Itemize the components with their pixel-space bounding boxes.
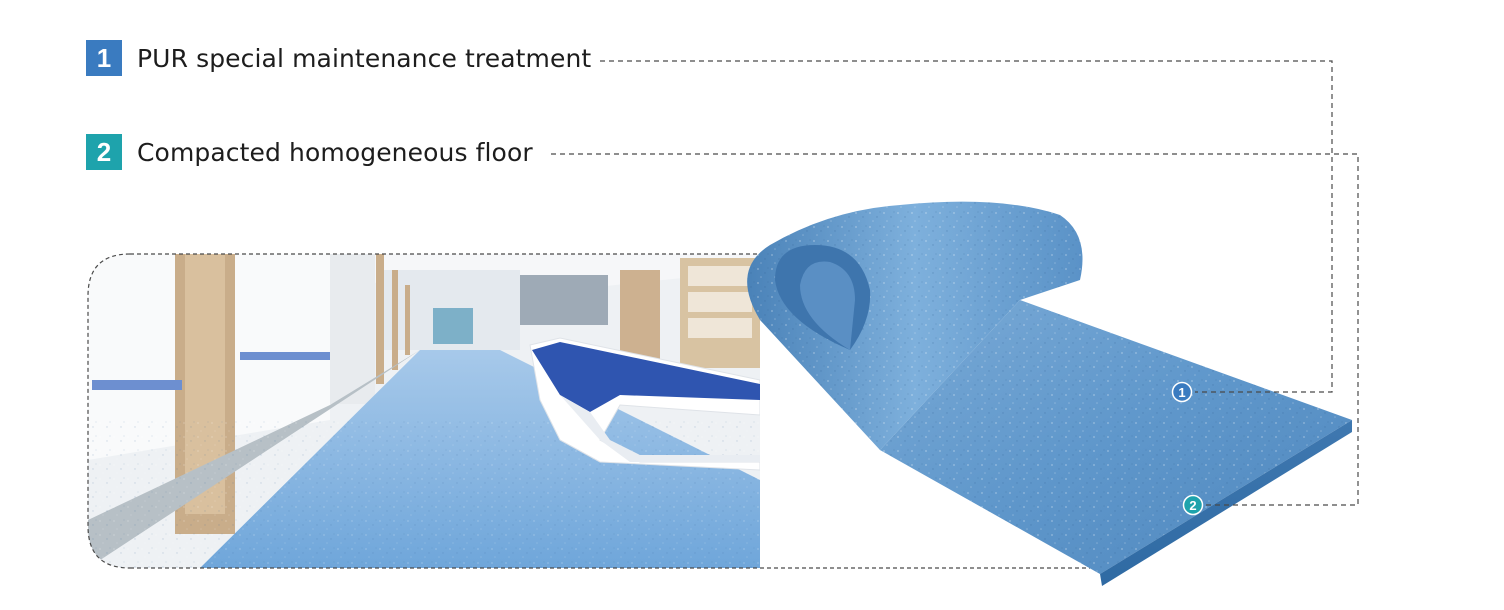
callout-marker-1: 1 xyxy=(1171,381,1193,403)
layer-2-label: Compacted homogeneous floor xyxy=(137,137,533,167)
svg-text:2: 2 xyxy=(1189,498,1196,513)
callout-marker-2: 2 xyxy=(1182,494,1204,516)
layer-2-badge: 2 xyxy=(86,134,122,170)
layer-1-badge: 1 xyxy=(86,40,122,76)
layer-1-label: PUR special maintenance treatment xyxy=(137,43,592,73)
layer-row-2: 2 Compacted homogeneous floor xyxy=(86,134,533,170)
hospital-corridor-scene xyxy=(88,254,760,568)
layer-row-1: 1 PUR special maintenance treatment xyxy=(86,40,591,76)
svg-text:1: 1 xyxy=(1178,385,1185,400)
